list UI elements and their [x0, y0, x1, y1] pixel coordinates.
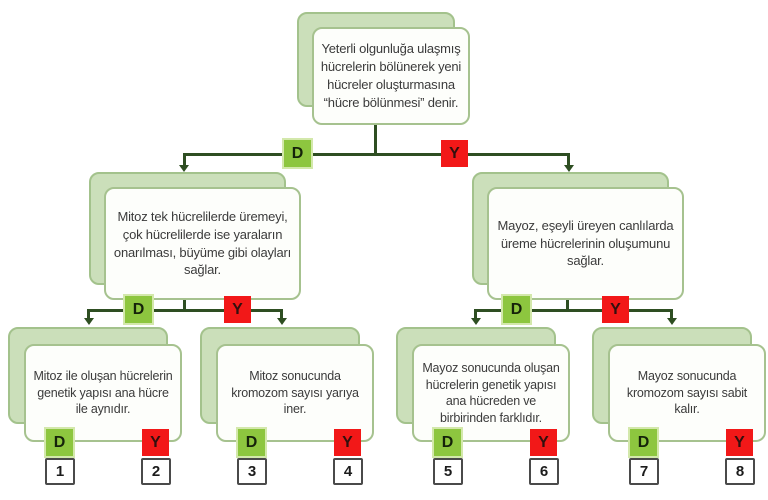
leaf-node-2-text: Mitoz sonucunda kromozom sayısı yarıya i…: [231, 369, 359, 417]
mitoz-branch-d-label: D: [125, 296, 152, 323]
mitoz-branch-y-label: Y: [224, 296, 251, 323]
mitoz-branch-right-arrow-icon: [277, 318, 287, 325]
leaf-node-1-y-label: Y: [142, 429, 169, 456]
leaf-node-2-d-label: D: [238, 429, 265, 456]
root-branch-d-label: D: [284, 140, 311, 167]
node-mayoz-card: Mayoz, eşeyli üreyen canlılarda üreme hü…: [487, 187, 684, 300]
mayoz-branch-d-label: D: [503, 296, 530, 323]
leaf-node-4-d-label: D: [630, 429, 657, 456]
root-branch-bar-line: [183, 153, 570, 156]
mayoz-branch-stem-line: [566, 300, 569, 311]
leaf-node-2-card: Mitoz sonucunda kromozom sayısı yarıya i…: [216, 344, 374, 442]
node-mayoz: Mayoz, eşeyli üreyen canlılarda üreme hü…: [472, 172, 687, 302]
leaf-node-3-d-label: D: [434, 429, 461, 456]
leaf-node-4: Mayoz sonucunda kromozom sayısı sabit ka…: [592, 327, 768, 492]
leaf-node-4-y-label: Y: [726, 429, 753, 456]
leaf-node-1-d-label: D: [46, 429, 73, 456]
root-branch-right-drop-line: [567, 153, 570, 166]
leaf-node-2-y-label: Y: [334, 429, 361, 456]
root-branch-left-drop-line: [183, 153, 186, 166]
leaf-node-4-card: Mayoz sonucunda kromozom sayısı sabit ka…: [608, 344, 766, 442]
node-mitoz-card: Mitoz tek hücrelilerde üremeyi, çok hücr…: [104, 187, 301, 300]
root-branch-y-label: Y: [441, 140, 468, 167]
answer-box-4: 4: [333, 458, 363, 485]
node-mitoz: Mitoz tek hücrelilerde üremeyi, çok hücr…: [89, 172, 304, 302]
answer-box-6: 6: [529, 458, 559, 485]
mayoz-branch-y-label: Y: [602, 296, 629, 323]
mayoz-branch-right-drop-line: [670, 309, 673, 319]
node-mitoz-text: Mitoz tek hücrelilerde üremeyi, çok hücr…: [113, 208, 292, 278]
node-root-text: Yeterli olgunluğa ulaşmış hücrelerin böl…: [320, 41, 462, 110]
mitoz-branch-left-arrow-icon: [84, 318, 94, 325]
answer-box-8: 8: [725, 458, 755, 485]
leaf-node-2: Mitoz sonucunda kromozom sayısı yarıya i…: [200, 327, 376, 492]
answer-box-1: 1: [45, 458, 75, 485]
leaf-node-3-y-label: Y: [530, 429, 557, 456]
mitoz-branch-bar-line: [87, 309, 283, 312]
leaf-node-1-text: Mitoz ile oluşan hücrelerin genetik yapı…: [33, 369, 173, 417]
leaf-node-1: Mitoz ile oluşan hücrelerin genetik yapı…: [8, 327, 184, 492]
mayoz-branch-bar-line: [474, 309, 673, 312]
leaf-node-3-text: Mayoz sonucunda oluşan hücrelerin geneti…: [422, 361, 560, 425]
leaf-node-1-card: Mitoz ile oluşan hücrelerin genetik yapı…: [24, 344, 182, 442]
root-branch-stem-line: [374, 125, 377, 155]
mitoz-branch-stem-line: [183, 300, 186, 311]
answer-box-3: 3: [237, 458, 267, 485]
mitoz-branch-left-drop-line: [87, 309, 90, 319]
node-root-card: Yeterli olgunluğa ulaşmış hücrelerin böl…: [312, 27, 470, 125]
leaf-node-3: Mayoz sonucunda oluşan hücrelerin geneti…: [396, 327, 572, 492]
node-mayoz-text: Mayoz, eşeyli üreyen canlılarda üreme hü…: [497, 217, 674, 269]
root-branch-right-arrow-icon: [564, 165, 574, 172]
leaf-node-3-card: Mayoz sonucunda oluşan hücrelerin geneti…: [412, 344, 570, 442]
answer-box-7: 7: [629, 458, 659, 485]
leaf-node-4-text: Mayoz sonucunda kromozom sayısı sabit ka…: [626, 369, 748, 417]
answer-box-2: 2: [141, 458, 171, 485]
node-root: Yeterli olgunluğa ulaşmış hücrelerin böl…: [297, 12, 473, 127]
mayoz-branch-left-drop-line: [474, 309, 477, 319]
mayoz-branch-right-arrow-icon: [667, 318, 677, 325]
mayoz-branch-left-arrow-icon: [471, 318, 481, 325]
answer-box-5: 5: [433, 458, 463, 485]
mitoz-branch-right-drop-line: [280, 309, 283, 319]
root-branch-left-arrow-icon: [179, 165, 189, 172]
